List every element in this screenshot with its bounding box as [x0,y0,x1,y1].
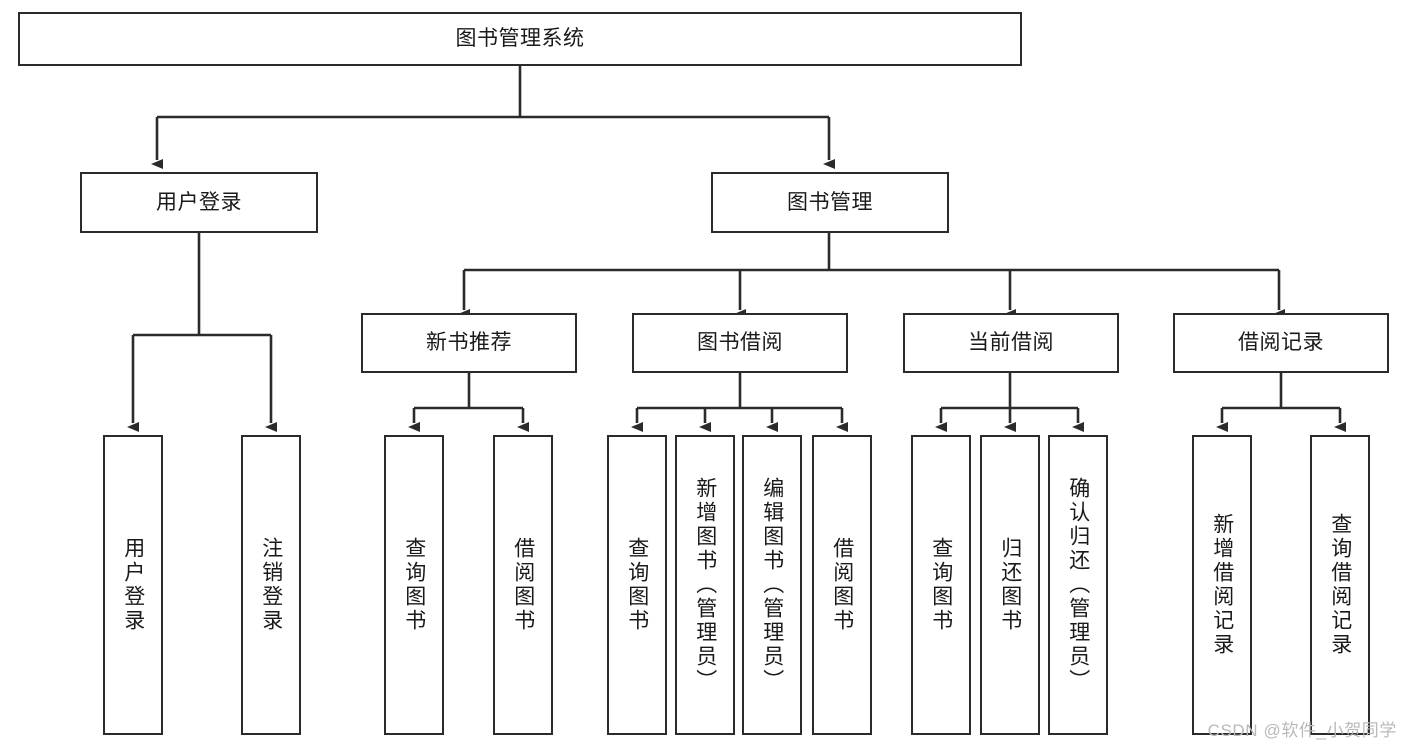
leaf-add-record[interactable]: 新增借阅记录 [1192,435,1252,735]
node-root[interactable]: 图书管理系统 [18,12,1022,66]
node-book-borrow-label: 图书借阅 [697,331,783,355]
leaf-borrow-book-1-label: 借阅图书 [511,537,535,633]
node-new-book-recommend-label: 新书推荐 [426,331,512,355]
leaf-borrow-book-2-label: 借阅图书 [830,537,854,633]
node-book-manage[interactable]: 图书管理 [711,172,949,233]
node-current-borrow-label: 当前借阅 [968,331,1054,355]
leaf-edit-book-label: 编辑图书（管理员） [760,477,784,693]
leaf-user-login-label: 用户登录 [121,537,145,633]
leaf-query-book-3-label: 查询图书 [929,537,953,633]
leaf-return-book[interactable]: 归还图书 [980,435,1040,735]
leaf-borrow-book-2[interactable]: 借阅图书 [812,435,872,735]
node-book-borrow[interactable]: 图书借阅 [632,313,848,373]
leaf-add-record-label: 新增借阅记录 [1210,513,1234,657]
leaf-add-book[interactable]: 新增图书（管理员） [675,435,735,735]
node-new-book-recommend[interactable]: 新书推荐 [361,313,577,373]
node-borrow-record[interactable]: 借阅记录 [1173,313,1389,373]
leaf-confirm-return-label: 确认归还（管理员） [1066,477,1090,693]
node-user-login[interactable]: 用户登录 [80,172,318,233]
leaf-return-book-label: 归还图书 [998,537,1022,633]
leaf-query-record[interactable]: 查询借阅记录 [1310,435,1370,735]
node-current-borrow[interactable]: 当前借阅 [903,313,1119,373]
node-root-label: 图书管理系统 [455,27,585,51]
node-user-login-label: 用户登录 [156,190,242,214]
leaf-confirm-return[interactable]: 确认归还（管理员） [1048,435,1108,735]
node-borrow-record-label: 借阅记录 [1238,331,1324,355]
leaf-borrow-book-1[interactable]: 借阅图书 [493,435,553,735]
leaf-user-logout-label: 注销登录 [259,537,283,633]
leaf-query-book-2[interactable]: 查询图书 [607,435,667,735]
leaf-query-book-2-label: 查询图书 [625,537,649,633]
leaf-edit-book[interactable]: 编辑图书（管理员） [742,435,802,735]
leaf-query-book-1-label: 查询图书 [402,537,426,633]
node-book-manage-label: 图书管理 [787,190,873,214]
leaf-user-logout[interactable]: 注销登录 [241,435,301,735]
leaf-user-login[interactable]: 用户登录 [103,435,163,735]
leaf-query-record-label: 查询借阅记录 [1328,513,1352,657]
leaf-query-book-1[interactable]: 查询图书 [384,435,444,735]
leaf-query-book-3[interactable]: 查询图书 [911,435,971,735]
leaf-add-book-label: 新增图书（管理员） [693,477,717,693]
